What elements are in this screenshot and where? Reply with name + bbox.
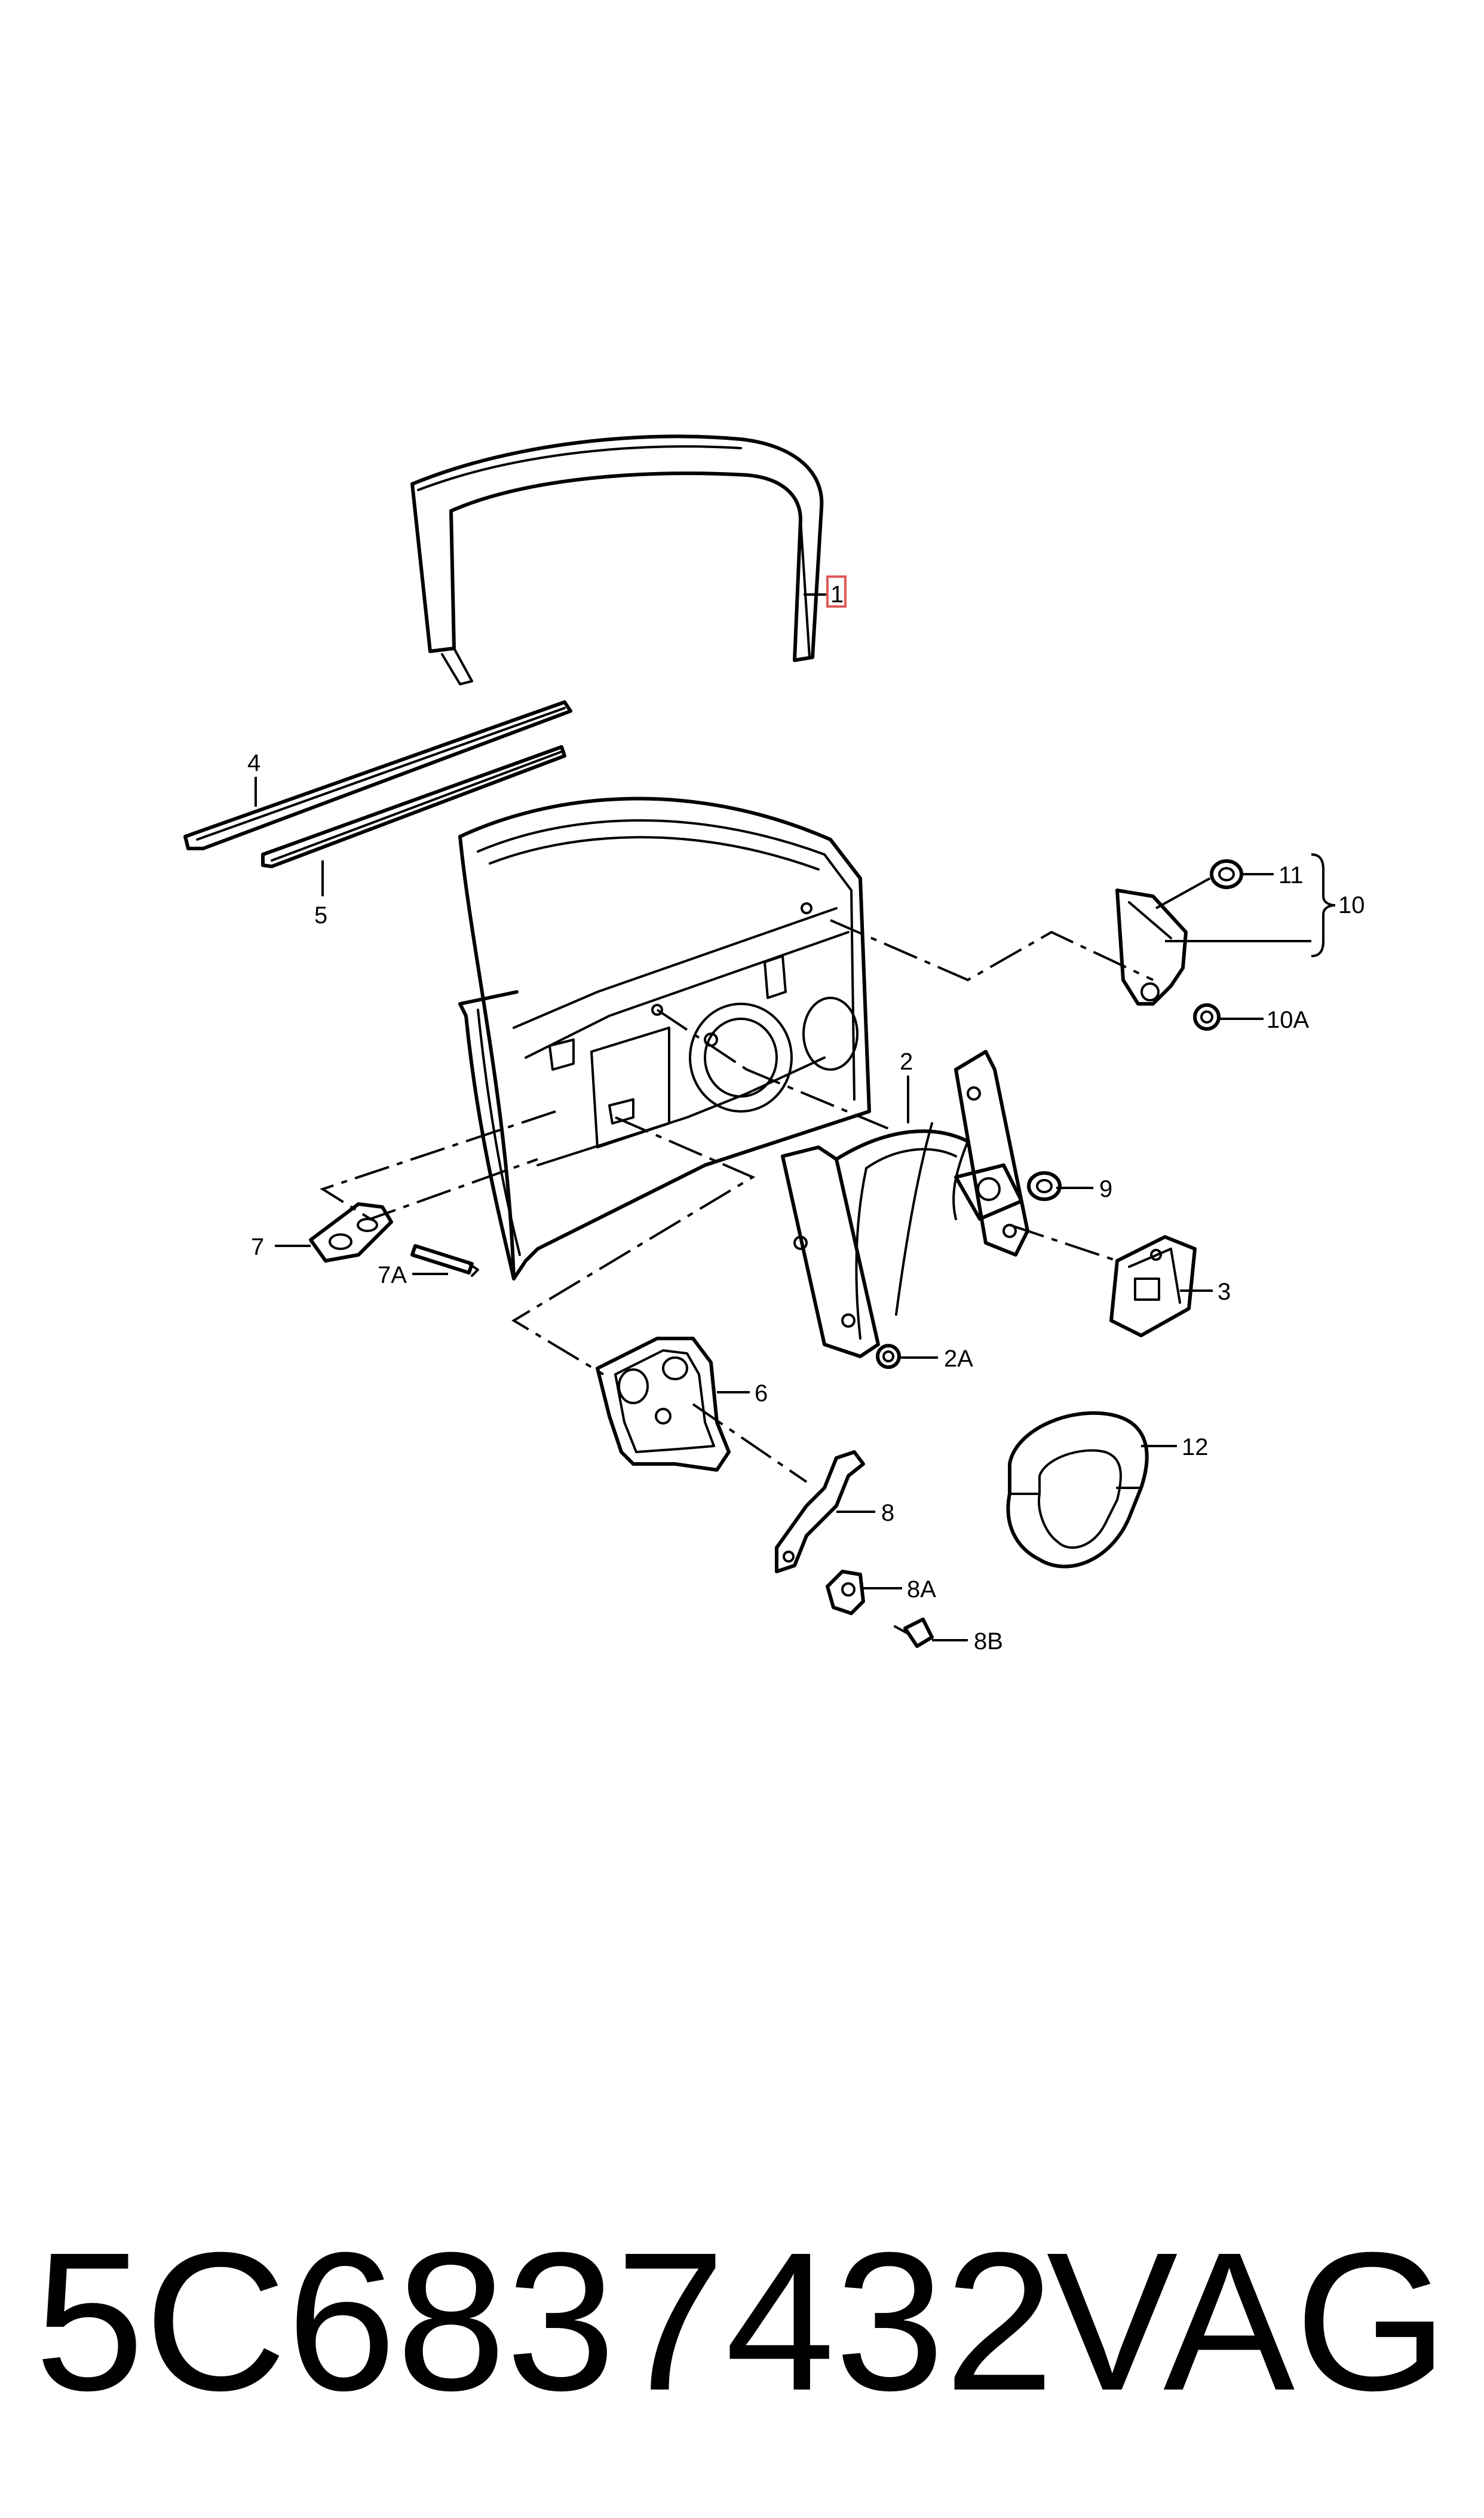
- callout-6: 6: [755, 1380, 768, 1407]
- part-8a-clip: [826, 1570, 865, 1615]
- callout-2: 2: [900, 1049, 913, 1075]
- callout-labels: 1 4 5 2 2A 3 9 11 10 10A 7 7A 6 8 8A 8B …: [247, 581, 1365, 1655]
- brand-label: VAG: [1046, 2211, 1448, 2431]
- part-7-plug: [309, 1202, 393, 1263]
- part-9-washer: [1027, 1171, 1062, 1201]
- callout-5: 5: [314, 902, 327, 929]
- part-10-bracket: [1115, 889, 1188, 1006]
- part-number-label: 5C6837432: [35, 2211, 1054, 2431]
- part-5-inner-strip: [261, 745, 566, 868]
- part-4-outer-strip: [183, 700, 572, 850]
- part-6-cover: [596, 1337, 731, 1472]
- part-11-washer: [1210, 859, 1243, 889]
- part-2a-nut: [876, 1344, 901, 1369]
- callout-8: 8: [881, 1500, 894, 1526]
- part-1-window-seal: [410, 434, 824, 685]
- callout-1: 1: [830, 581, 844, 608]
- callout-10: 10: [1338, 892, 1365, 918]
- callout-9: 9: [1099, 1176, 1112, 1202]
- part-3-motor: [1109, 1235, 1197, 1337]
- callout-7: 7: [251, 1234, 264, 1260]
- callout-8a: 8A: [907, 1576, 936, 1603]
- part-8b-screw: [894, 1618, 934, 1648]
- callout-8b: 8B: [974, 1628, 1003, 1655]
- callout-4: 4: [247, 750, 260, 776]
- part-2-window-regulator: [781, 1050, 1029, 1358]
- callout-7a: 7A: [378, 1262, 407, 1288]
- callout-3: 3: [1218, 1279, 1231, 1305]
- leader-lines: [255, 593, 1336, 1641]
- door-shell: [458, 797, 871, 1281]
- part-7a-pin: [410, 1244, 479, 1277]
- callout-1-highlight-box: [826, 575, 847, 608]
- part-12-foam-ring: [1006, 1411, 1149, 1569]
- callout-12: 12: [1182, 1434, 1209, 1460]
- part-10a-nut: [1193, 1003, 1221, 1031]
- callout-2a: 2A: [944, 1346, 973, 1372]
- part-8-bracket: [775, 1450, 865, 1573]
- callout-10a: 10A: [1267, 1007, 1309, 1033]
- callout-11: 11: [1278, 862, 1304, 889]
